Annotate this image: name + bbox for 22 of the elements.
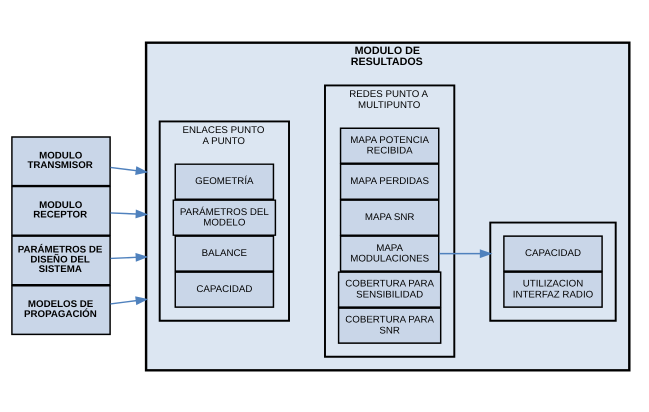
node-box: PARÁMETROS DEL MODELO <box>172 198 276 236</box>
node-box: CAPACIDAD <box>174 270 274 308</box>
node-box: MODULO RECEPTOR <box>11 185 111 236</box>
node-box: CAPACIDAD <box>503 234 603 272</box>
node-box: BALANCE <box>174 234 274 272</box>
node-box: MAPA POTENCIA RECIBIDA <box>340 127 440 164</box>
node-box: COBERTURA PARA SNR <box>338 306 442 344</box>
cluster <box>489 221 617 322</box>
node-box: MAPA PERDIDAS <box>340 162 440 200</box>
arrow <box>110 296 148 305</box>
node-box: GEOMETRÍA <box>174 162 274 200</box>
node-box: UTILIZACION INTERFAZ RADIO <box>503 270 603 308</box>
arrow <box>110 209 148 218</box>
node-box: PARÁMETROS DE DISEÑO DEL SISTEMA <box>11 234 111 285</box>
arrow <box>110 166 148 175</box>
node-box: MAPA MODULACIONES <box>340 234 440 272</box>
node-box: MAPA SNR <box>340 198 440 236</box>
node-box: MODULO TRANSMISOR <box>11 136 111 186</box>
arrow <box>439 248 492 258</box>
node-box: COBERTURA PARA SENSIBILIDAD <box>338 270 442 308</box>
arrow <box>110 252 148 262</box>
node-box: MODELOS DE PROPAGACIÓN <box>11 284 111 335</box>
